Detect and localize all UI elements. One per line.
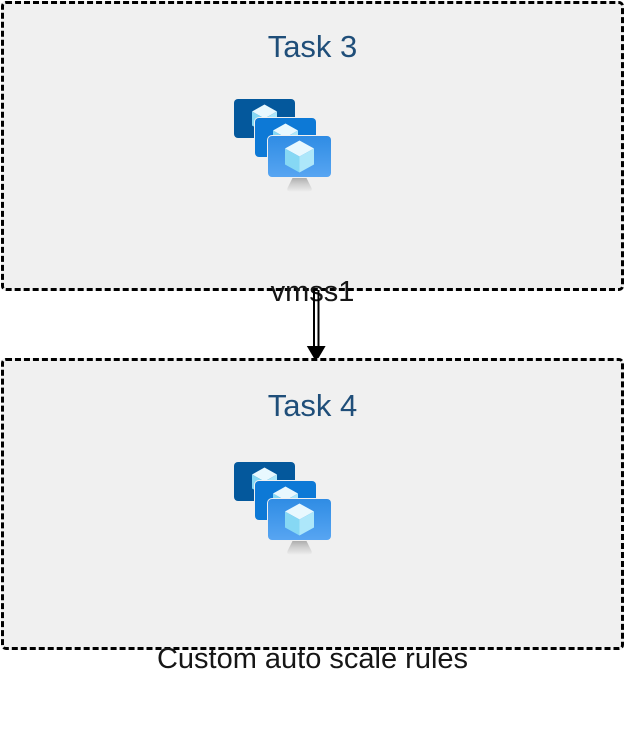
- task4-title: Task 4: [267, 388, 358, 423]
- task4-caption: Custom auto scale rules: [4, 567, 621, 752]
- task3-title: Task 3: [267, 29, 358, 64]
- vm-scale-set-icon: [233, 96, 339, 196]
- vmss-name-label: vmss1: [270, 276, 355, 308]
- task4-panel: Task 4 Custom auto scale rules: [1, 358, 624, 675]
- down-arrow-connector: [306, 290, 326, 362]
- task3-panel: Task 3 vmss1 Zone 1, 2, 3: [1, 1, 624, 419]
- autoscale-rules-label: Custom auto scale rules: [156, 643, 469, 675]
- diagram-canvas: Task 3 vmss1 Zone 1, 2, 3 Task 4 Custom …: [1, 1, 624, 675]
- vm-scale-set-icon: [233, 459, 339, 559]
